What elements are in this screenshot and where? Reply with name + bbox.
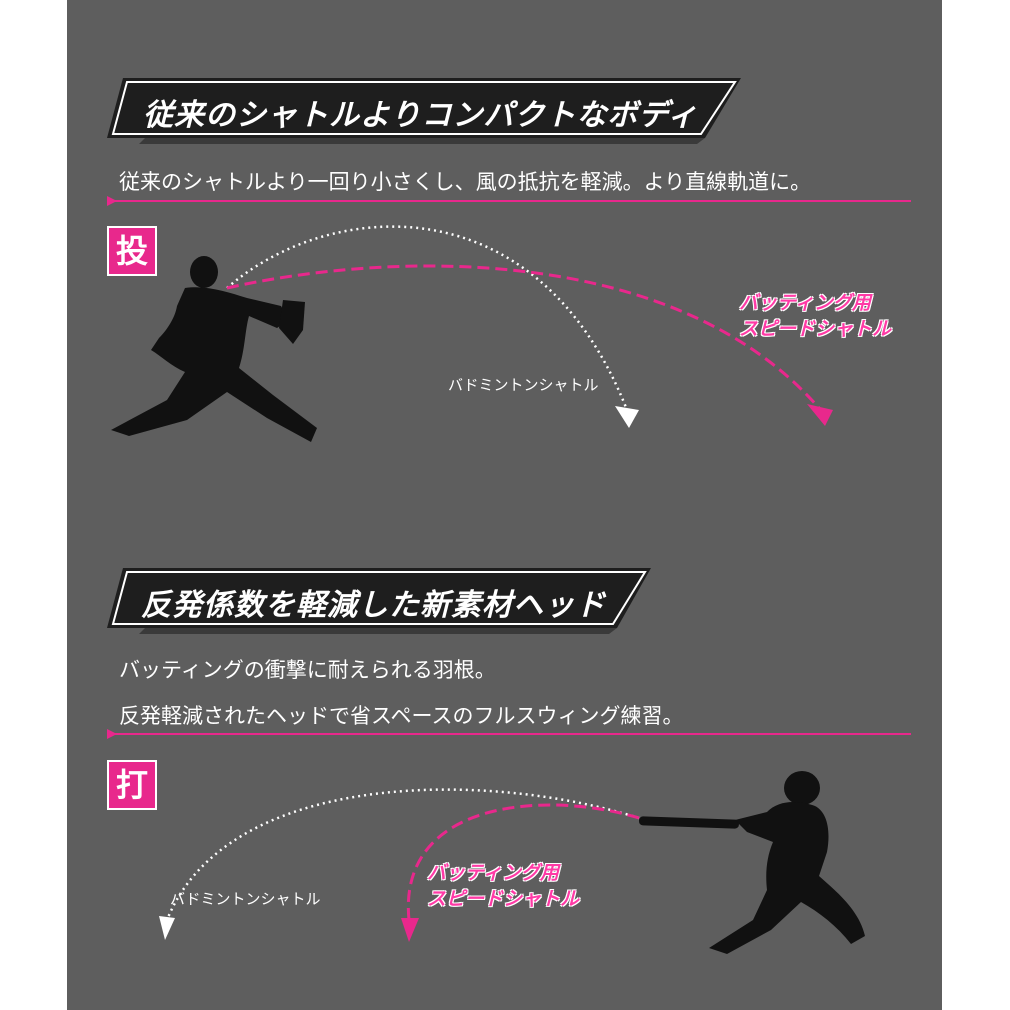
section1-description: 従来のシャトルより一回り小さくし、風の抵抗を軽減。より直線軌道に。 (119, 170, 812, 194)
section1-heading-banner: 従来のシャトルよりコンパクトなボディ (105, 76, 745, 144)
infographic-panel: 従来のシャトルよりコンパクトなボディ 従来のシャトルより一回り小さくし、風の抵抗… (67, 0, 942, 1010)
section1-badminton-label: バドミントンシャトル (448, 376, 599, 394)
section1-speed-label-line2: スピードシャトル (739, 318, 892, 340)
pitcher-silhouette (111, 256, 317, 442)
section1-heading: 従来のシャトルよりコンパクトなボディ (143, 98, 699, 133)
batter-silhouette (638, 771, 865, 954)
section2-badge: 打 (107, 760, 157, 810)
badminton-arrowhead-1 (615, 406, 639, 428)
section2-speed-label-line2: スピードシャトル (427, 888, 580, 910)
section1-speed-label: バッティング用 スピードシャトル (739, 290, 891, 342)
speed-arrowhead-1 (807, 404, 833, 426)
section2-divider (115, 733, 911, 735)
section1-divider (115, 200, 911, 202)
speed-arrowhead-2 (401, 918, 419, 942)
badminton-arrowhead-2 (159, 916, 175, 940)
section2-heading-banner: 反発係数を軽減した新素材ヘッド (105, 566, 655, 634)
banner-shape (107, 568, 651, 634)
banner-shape (107, 78, 741, 144)
section2-speed-label-line1: バッティング用 (427, 862, 559, 884)
section2-illustration (159, 771, 865, 954)
section2-description-line2: 反発軽減されたヘッドで省スペースのフルスウィング練習。 (119, 704, 684, 728)
section2-divider-tip (107, 729, 117, 739)
speed-trajectory-1 (226, 264, 821, 409)
section2-heading: 反発係数を軽減した新素材ヘッド (141, 588, 606, 623)
section1-badge: 投 (107, 226, 157, 276)
section2-speed-label: バッティング用 スピードシャトル (427, 860, 579, 912)
section1-divider-tip (107, 196, 117, 206)
section2-badminton-label: バドミントンシャトル (170, 890, 321, 908)
section1-illustration (111, 225, 833, 442)
badminton-trajectory-2 (165, 788, 640, 921)
section1-speed-label-line1: バッティング用 (739, 292, 871, 314)
section2-description-line1: バッティングの衝撃に耐えられる羽根。 (119, 658, 496, 682)
speed-trajectory-2 (406, 803, 640, 921)
